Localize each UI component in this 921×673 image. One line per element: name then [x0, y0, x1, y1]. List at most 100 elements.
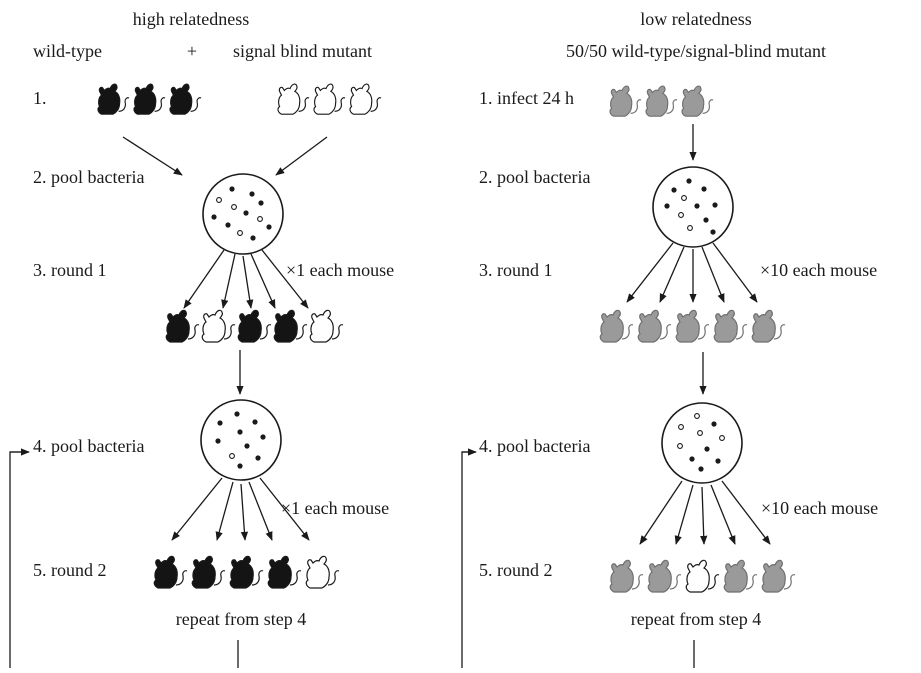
bacterium-wildtype	[234, 411, 240, 417]
mouse-mixed	[713, 309, 748, 343]
mouse-mutant	[201, 309, 236, 343]
right-step-2: 2. pool bacteria	[479, 167, 590, 187]
mouse-mixed	[637, 309, 672, 343]
left-step-4: 4. pool bacteria	[33, 436, 144, 456]
right-round1-arrows	[626, 242, 758, 303]
right-step-1: 1. infect 24 h	[479, 88, 574, 108]
right-start-mice	[609, 85, 714, 117]
bacterium-wildtype	[244, 443, 250, 449]
bacterium-mutant	[257, 216, 263, 222]
mouse-mixed	[681, 85, 714, 117]
bacterium-wildtype	[711, 421, 717, 427]
bacterium-mutant	[231, 204, 237, 210]
left-arrow-wt-to-pool	[122, 136, 183, 176]
bacteria-plate	[202, 173, 284, 255]
bacterium-wildtype	[266, 224, 272, 230]
right-step-4-note: ×10 each mouse	[761, 498, 878, 518]
right-step-3-note: ×10 each mouse	[760, 260, 877, 280]
bacterium-mutant	[678, 212, 684, 218]
left-pool-2	[200, 399, 282, 481]
left-step-5: 5. round 2	[33, 560, 107, 580]
mouse-mutant	[349, 83, 382, 115]
left-arrow-mutant-to-pool	[275, 136, 328, 176]
mouse-mutant	[309, 309, 344, 343]
bacterium-wildtype	[258, 200, 264, 206]
left-step-3-note: ×1 each mouse	[286, 260, 394, 280]
bacterium-mutant	[229, 453, 235, 459]
bacterium-mutant	[687, 225, 693, 231]
bacterium-wildtype	[249, 191, 255, 197]
left-panel: high relatedness wild-type + signal blin…	[9, 9, 394, 668]
mouse-wild-type	[267, 555, 302, 589]
bacterium-mutant	[677, 443, 683, 449]
mouse-wild-type	[153, 555, 188, 589]
mouse-mixed	[609, 559, 644, 593]
mouse-mutant	[277, 83, 310, 115]
mouse-mutant	[313, 83, 346, 115]
bacterium-wildtype	[255, 455, 261, 461]
bacterium-wildtype	[252, 419, 258, 425]
bacteria-plate	[652, 166, 734, 248]
left-repeat: repeat from step 4	[176, 609, 306, 629]
bacterium-wildtype	[694, 203, 700, 209]
right-round2-arrows	[639, 480, 771, 545]
bacterium-wildtype	[237, 463, 243, 469]
mouse-mixed	[599, 309, 634, 343]
left-round2-arrows	[171, 477, 310, 541]
left-round2-mice	[153, 555, 340, 589]
left-round1-mice	[165, 309, 344, 343]
bacteria-plate	[200, 399, 282, 481]
left-subheading-wildtype: wild-type	[33, 41, 102, 61]
bacterium-mutant	[697, 430, 703, 436]
right-repeat: repeat from step 4	[631, 609, 761, 629]
right-step-4: 4. pool bacteria	[479, 436, 590, 456]
mouse-mixed	[751, 309, 786, 343]
mouse-wild-type	[273, 309, 308, 343]
left-step-1: 1.	[33, 88, 47, 108]
left-step-4-note: ×1 each mouse	[281, 498, 389, 518]
bacterium-wildtype	[712, 202, 718, 208]
bacteria-plate	[661, 402, 743, 484]
bacterium-wildtype	[237, 429, 243, 435]
right-round2-mice	[609, 559, 796, 593]
left-round1-arrows	[183, 249, 309, 309]
mouse-wild-type	[165, 309, 200, 343]
bacterium-wildtype	[215, 438, 221, 444]
mouse-mixed	[609, 85, 642, 117]
bacterium-wildtype	[217, 420, 223, 426]
bacterium-mutant	[216, 197, 222, 203]
bacterium-wildtype	[701, 186, 707, 192]
right-heading: low relatedness	[640, 9, 751, 29]
bacterium-mutant	[694, 413, 700, 419]
right-step-5: 5. round 2	[479, 560, 553, 580]
right-pool-1	[652, 166, 734, 248]
left-start-mice	[97, 83, 382, 115]
bacterium-wildtype	[671, 187, 677, 193]
mouse-mutant	[305, 555, 340, 589]
left-step-2: 2. pool bacteria	[33, 167, 144, 187]
mouse-wild-type	[229, 555, 264, 589]
right-subheading: 50/50 wild-type/signal-blind mutant	[566, 41, 826, 61]
bacterium-wildtype	[664, 203, 670, 209]
mouse-mixed	[723, 559, 758, 593]
right-panel: low relatedness 50/50 wild-type/signal-b…	[461, 9, 878, 668]
bacterium-wildtype	[704, 446, 710, 452]
mouse-wild-type	[237, 309, 272, 343]
bacterium-wildtype	[260, 434, 266, 440]
bacterium-wildtype	[689, 456, 695, 462]
bacterium-wildtype	[243, 210, 249, 216]
bacterium-mutant	[678, 424, 684, 430]
left-subheading-plus: +	[187, 41, 197, 61]
mouse-mixed	[647, 559, 682, 593]
mouse-mutant	[685, 559, 720, 593]
bacterium-mutant	[681, 195, 687, 201]
bacterium-wildtype	[698, 466, 704, 472]
bacterium-wildtype	[715, 458, 721, 464]
right-pool-2	[661, 402, 743, 484]
bacterium-wildtype	[225, 222, 231, 228]
bacterium-wildtype	[686, 178, 692, 184]
mouse-mixed	[675, 309, 710, 343]
mouse-mixed	[761, 559, 796, 593]
bacterium-mutant	[237, 230, 243, 236]
